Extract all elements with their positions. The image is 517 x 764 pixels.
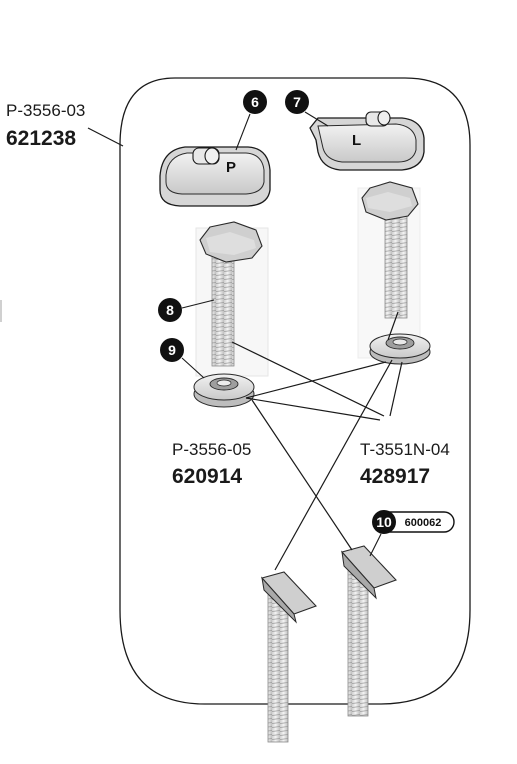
callout-7-number: 7 <box>293 94 301 110</box>
hinge-cover-left: P <box>159 146 271 207</box>
callout-8-number: 8 <box>166 302 174 318</box>
part-number-label-right: 428917 <box>360 465 430 488</box>
part-code-label: P-3556-03 <box>6 101 85 120</box>
callout-10: 10 600062 <box>372 510 455 534</box>
callout-9-number: 9 <box>168 342 176 358</box>
callout-7: 7 <box>285 90 309 114</box>
callout-8-leader <box>181 299 215 309</box>
callout-6-number: 6 <box>251 94 259 110</box>
callout-7-leader <box>304 111 329 127</box>
bolt-right <box>361 181 419 319</box>
part-number-label-left: 620914 <box>172 465 242 488</box>
callout-10-number: 10 <box>376 514 392 530</box>
callout-6: 6 <box>243 90 267 114</box>
hinge-cover-right: L <box>309 110 425 171</box>
hinge-letter-l: L <box>352 132 361 149</box>
long-bolt-left <box>260 571 317 743</box>
outline-frame <box>119 77 471 705</box>
hinge-letter-p: P <box>226 159 236 176</box>
callout-9: 9 <box>160 338 184 362</box>
callout-10-leader <box>369 533 382 557</box>
edge-mark <box>0 300 2 322</box>
callout-9-leader <box>181 357 205 379</box>
part-code-label-left: P-3556-05 <box>172 440 251 459</box>
washer-right <box>369 333 431 365</box>
part-code-label-right: T-3551N-04 <box>360 440 450 459</box>
bolt-left <box>199 221 263 367</box>
callout-10-tag-number: 600062 <box>405 517 442 529</box>
washer-left <box>193 373 255 408</box>
callout-6-leader <box>235 113 251 151</box>
long-bolt-right <box>340 545 397 717</box>
leader-lines <box>231 311 403 571</box>
part-number-label: 621238 <box>6 127 76 150</box>
callout-8: 8 <box>158 298 182 322</box>
label-leader-line <box>87 127 124 147</box>
